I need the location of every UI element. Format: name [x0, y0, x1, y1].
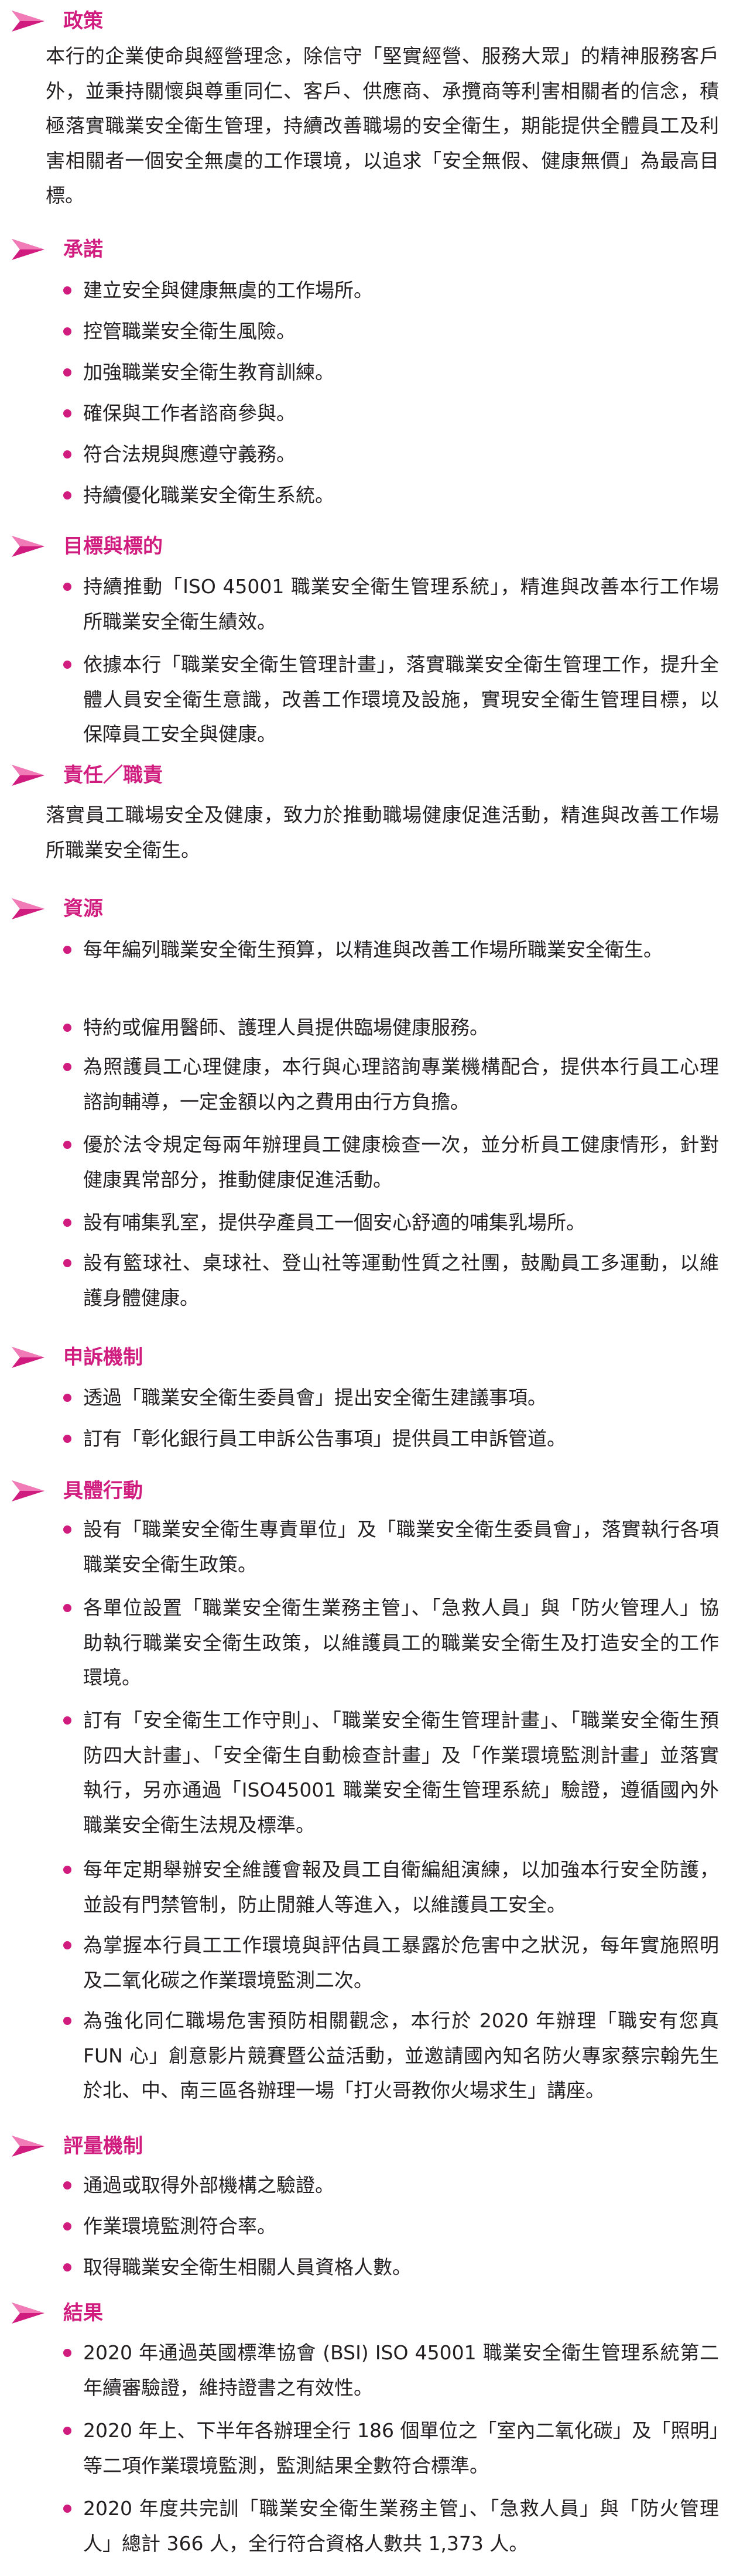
- list-item-text: 持續優化職業安全衛生系統。: [83, 484, 334, 507]
- list-item-text: 優於法令規定每兩年辦理員工健康檢查一次，並分析員工健康情形，針對健康異常部分，推…: [83, 1133, 719, 1191]
- chevron-arrow-icon: [12, 1347, 44, 1368]
- bullet-dot-icon: [63, 1219, 71, 1227]
- list-item-text: 為強化同仁職場危害預防相關觀念，本行於 2020 年辦理「職安有您真 FUN 心…: [83, 2009, 719, 2102]
- bullet-dot-icon: [63, 1259, 71, 1267]
- bullet-dot-icon: [63, 1394, 71, 1402]
- list-item-text: 加強職業安全衛生教育訓練。: [83, 361, 334, 384]
- section-title: 目標與標的: [63, 535, 163, 558]
- bullet-dot-icon: [63, 2181, 71, 2190]
- section-title: 申訴機制: [63, 1346, 143, 1369]
- bullet-dot-icon: [63, 409, 71, 418]
- list-item-text: 特約或僱用醫師、護理人員提供臨場健康服務。: [83, 1016, 489, 1039]
- list-item-text: 2020 年通過英國標準協會 (BSI) ISO 45001 職業安全衛生管理系…: [83, 2341, 719, 2399]
- chevron-arrow-icon: [12, 2136, 44, 2157]
- section-title: 具體行動: [63, 1479, 143, 1503]
- bullet-dot-icon: [63, 2263, 71, 2271]
- section-title: 責任／職責: [63, 764, 163, 787]
- chevron-arrow-icon: [12, 11, 44, 32]
- section-title: 資源: [63, 897, 103, 921]
- list-item-text: 訂有「彰化銀行員工申訴公告事項」提供員工申訴管道。: [83, 1427, 566, 1450]
- bullet-dot-icon: [63, 1063, 71, 1071]
- list-item-text: 設有「職業安全衛生專責單位」及「職業安全衛生委員會」，落實執行各項職業安全衛生政…: [83, 1518, 719, 1576]
- bullet-dot-icon: [63, 2017, 71, 2025]
- bullet-dot-icon: [63, 583, 71, 591]
- responsibility-paragraph: 落實員工職場安全及健康，致力於推動職場健康促進活動，精進與改善工作場所職業安全衛…: [46, 803, 719, 861]
- bullet-dot-icon: [63, 1525, 71, 1534]
- chevron-arrow-icon: [12, 239, 44, 260]
- bullet-dot-icon: [63, 1024, 71, 1032]
- bullet-dot-icon: [63, 1716, 71, 1725]
- list-item-text: 持續推動「ISO 45001 職業安全衛生管理系統」，精進與改善本行工作場所職業…: [83, 575, 719, 633]
- section-title: 政策: [63, 9, 103, 33]
- bullet-dot-icon: [63, 286, 71, 295]
- section-title: 評量機制: [63, 2134, 143, 2158]
- list-item-text: 2020 年上、下半年各辦理全行 186 個單位之「室內二氧化碳」及「照明」等二…: [83, 2419, 719, 2477]
- bullet-dot-icon: [63, 1435, 71, 1443]
- bullet-dot-icon: [63, 1866, 71, 1874]
- bullet-dot-icon: [63, 327, 71, 336]
- list-item-text: 控管職業安全衛生風險。: [83, 320, 296, 343]
- chevron-arrow-icon: [12, 898, 44, 919]
- list-item-text: 建立安全與健康無虞的工作場所。: [83, 279, 373, 302]
- section-title: 結果: [63, 2301, 103, 2325]
- bullet-dot-icon: [63, 450, 71, 459]
- list-item-text: 取得職業安全衛生相關人員資格人數。: [83, 2256, 412, 2279]
- list-item-text: 訂有「安全衛生工作守則」、「職業安全衛生管理計畫」、「職業安全衛生預防四大計畫」…: [83, 1709, 719, 1836]
- bullet-dot-icon: [63, 2427, 71, 2435]
- list-item-text: 為掌握本行員工工作環境與評估員工暴露於危害中之狀況，每年實施照明及二氧化碳之作業…: [83, 1934, 719, 1992]
- list-item-text: 通過或取得外部機構之驗證。: [83, 2174, 334, 2197]
- list-item-text: 符合法規與應遵守義務。: [83, 443, 296, 466]
- section-title: 承諾: [63, 238, 103, 261]
- list-item-text: 每年編列職業安全衛生預算，以精進與改善工作場所職業安全衛生。: [83, 938, 663, 961]
- list-item-text: 設有籃球社、桌球社、登山社等運動性質之社團，鼓勵員工多運動，以維護身體健康。: [83, 1251, 719, 1309]
- list-item-text: 透過「職業安全衛生委員會」提出安全衛生建議事項。: [83, 1386, 547, 1409]
- bullet-dot-icon: [63, 368, 71, 377]
- list-item-text: 作業環境監測符合率。: [83, 2215, 276, 2238]
- list-item-text: 2020 年度共完訓「職業安全衛生業務主管」、「急救人員」與「防火管理人」總計 …: [83, 2497, 719, 2555]
- list-item-text: 每年定期舉辦安全維護會報及員工自衛編組演練，以加強本行安全防護，並設有門禁管制，…: [83, 1858, 719, 1916]
- policy-paragraph: 本行的企業使命與經營理念，除信守「堅實經營、服務大眾」的精神服務客戶外，並秉持關…: [46, 45, 719, 207]
- list-item-text: 確保與工作者諮商參與。: [83, 402, 296, 425]
- list-item-text: 依據本行「職業安全衛生管理計畫」，落實職業安全衛生管理工作，提升全體人員安全衛生…: [83, 653, 719, 745]
- chevron-arrow-icon: [12, 536, 44, 557]
- bullet-dot-icon: [63, 1141, 71, 1149]
- bullet-dot-icon: [63, 1604, 71, 1612]
- bullet-dot-icon: [63, 1941, 71, 1949]
- bullet-dot-icon: [63, 491, 71, 500]
- bullet-dot-icon: [63, 2505, 71, 2513]
- bullet-dot-icon: [63, 946, 71, 954]
- bullet-dot-icon: [63, 2222, 71, 2231]
- list-item-text: 各單位設置「職業安全衛生業務主管」、「急救人員」與「防火管理人」協助執行職業安全…: [83, 1596, 719, 1689]
- list-item-text: 為照護員工心理健康，本行與心理諮詢專業機構配合，提供本行員工心理諮詢輔導，一定金…: [83, 1055, 719, 1113]
- chevron-arrow-icon: [12, 2303, 44, 2324]
- list-item-text: 設有哺集乳室，提供孕產員工一個安心舒適的哺集乳場所。: [83, 1211, 585, 1234]
- bullet-dot-icon: [63, 2349, 71, 2357]
- bullet-dot-icon: [63, 661, 71, 669]
- chevron-arrow-icon: [12, 765, 44, 786]
- chevron-arrow-icon: [12, 1480, 44, 1501]
